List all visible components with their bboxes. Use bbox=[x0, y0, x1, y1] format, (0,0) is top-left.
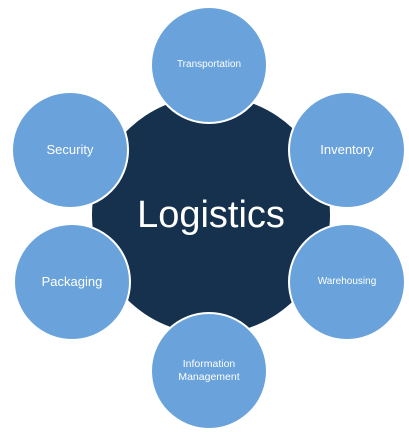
node-warehousing: Warehousing bbox=[288, 223, 406, 341]
node-label-transportation: Transportation bbox=[176, 59, 242, 70]
node-information-management: Information Management bbox=[150, 312, 268, 430]
node-label-information-management: Information Management bbox=[178, 358, 240, 383]
node-security: Security bbox=[11, 91, 129, 209]
node-label-packaging: Packaging bbox=[41, 274, 103, 290]
node-transportation: Transportation bbox=[150, 6, 268, 124]
node-inventory: Inventory bbox=[288, 91, 406, 209]
center-label: Logistics bbox=[137, 193, 285, 236]
node-label-inventory: Inventory bbox=[320, 142, 374, 158]
node-label-security: Security bbox=[46, 142, 94, 158]
node-packaging: Packaging bbox=[13, 223, 131, 341]
node-label-warehousing: Warehousing bbox=[317, 276, 377, 287]
